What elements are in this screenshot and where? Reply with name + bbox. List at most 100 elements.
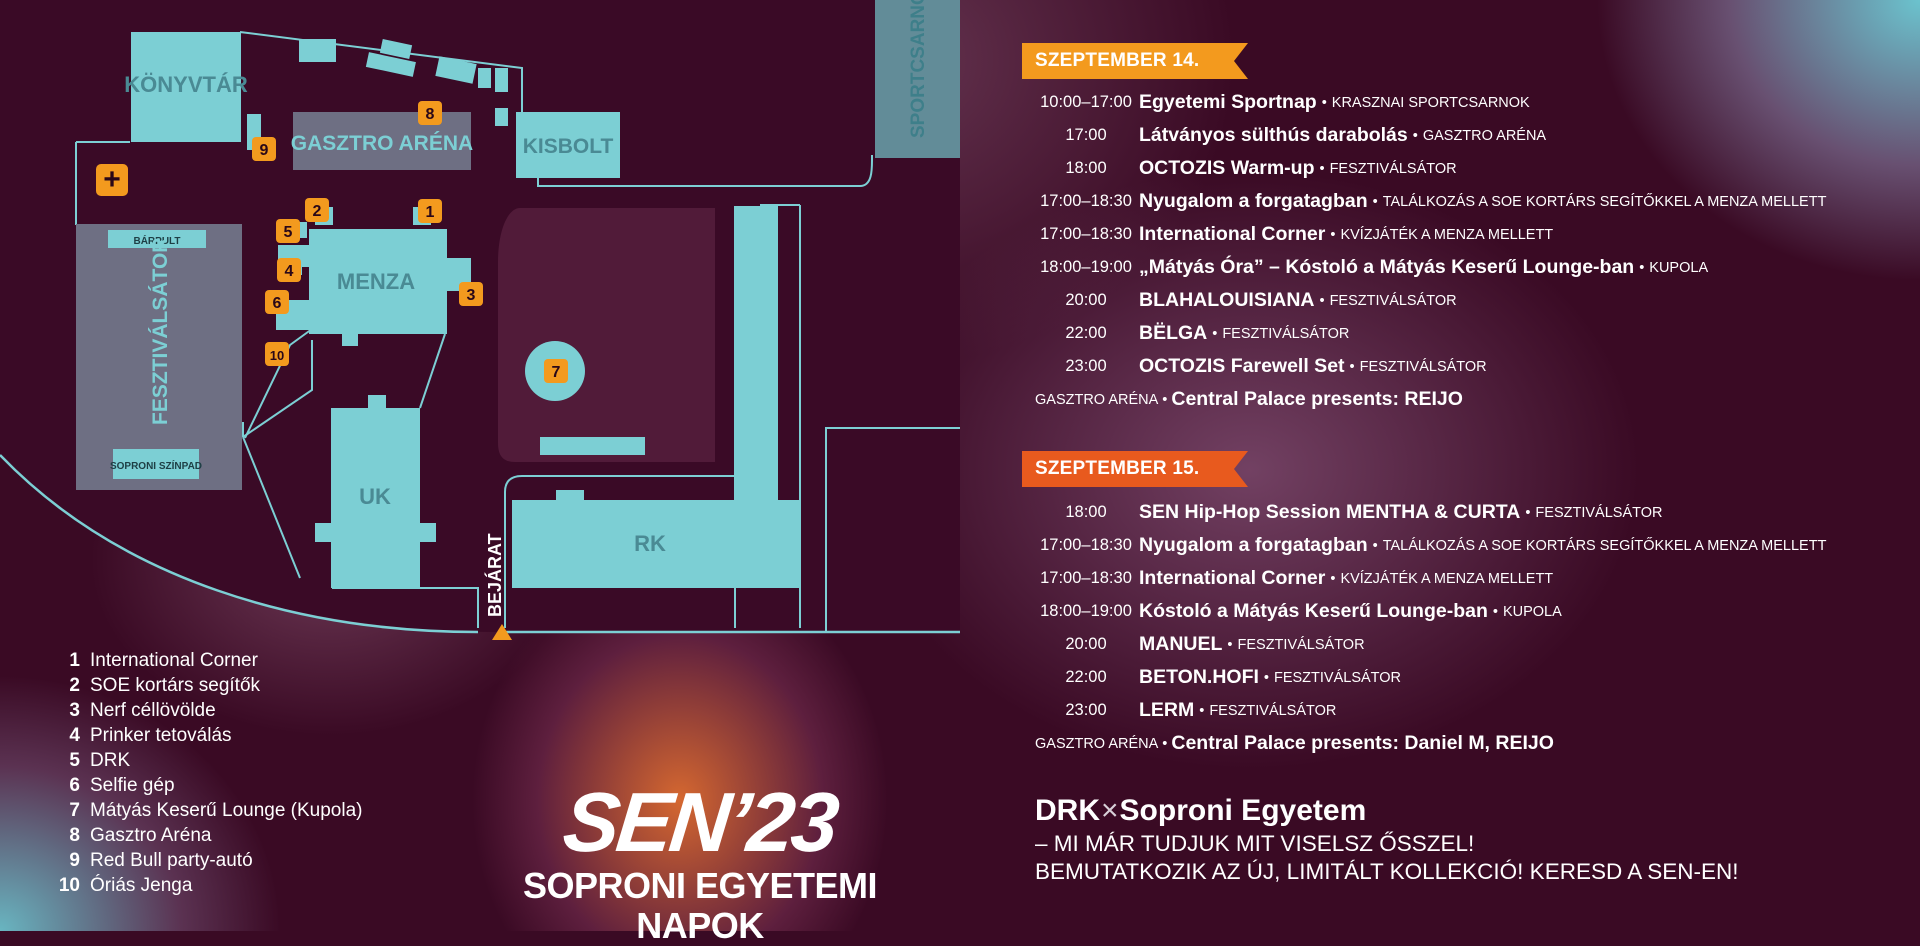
separator: •: [1330, 226, 1336, 243]
small-block: [495, 68, 508, 92]
day2-banner-flag: [1022, 451, 1248, 487]
event-title: BETON.HOFI: [1139, 666, 1259, 688]
event-title: OCTOZIS Farewell Set: [1139, 355, 1345, 377]
legend-label: SOE kortárs segítők: [90, 674, 261, 696]
separator: •: [1321, 94, 1327, 111]
entrance-arrow-icon: [492, 624, 512, 640]
soproni-szinpad-label: SOPRONI SZÍNPAD: [110, 459, 202, 472]
bejarat-label: BEJÁRAT: [484, 533, 505, 617]
separator: •: [1319, 160, 1325, 177]
promo-brand-soe: Soproni Egyetem: [1119, 794, 1367, 827]
event-title: MANUEL: [1139, 633, 1223, 655]
legend-label: Red Bull party-autó: [90, 849, 253, 871]
separator: •: [1372, 193, 1378, 210]
event-time: 23:00: [1065, 701, 1107, 719]
kisbolt-building: [516, 112, 620, 178]
map-marker-5: [276, 219, 300, 243]
event-title: Nyugalom a forgatagban: [1139, 534, 1368, 556]
uk-building: [315, 395, 436, 588]
fesztivalsator-label: FESZTIVÁLSÁTOR: [149, 238, 172, 425]
event-title: SEN Hip-Hop Session MENTHA & CURTA: [1139, 501, 1521, 523]
legend-label: Nerf céllövölde: [90, 699, 216, 721]
rk-label: RK: [634, 531, 666, 556]
small-block: [365, 52, 416, 77]
event-time: 18:00: [1065, 159, 1107, 177]
separator: •: [1227, 636, 1233, 653]
map-marker-label-8: 8: [426, 106, 435, 123]
promo-block: DRK×Soproni Egyetem – MI MÁR TUDJUK MIT …: [1035, 792, 1739, 886]
legend-number: 6: [69, 774, 80, 796]
map-marker-label-10: 10: [270, 348, 284, 363]
separator: •: [1349, 358, 1355, 375]
event-location: FESZTIVÁLSÁTOR: [1329, 160, 1457, 177]
separator: •: [1162, 735, 1168, 752]
event-title: LERM: [1139, 699, 1195, 721]
legend-label: International Corner: [90, 649, 258, 671]
event-title: International Corner: [1139, 567, 1326, 589]
event-time: 17:00: [1065, 126, 1107, 144]
menza-label: MENZA: [337, 269, 415, 294]
map-marker-2: [305, 198, 329, 222]
event-time: 18:00–19:00: [1040, 602, 1132, 620]
event-time: 17:00–18:30: [1040, 536, 1132, 554]
map-marker-1: [418, 199, 442, 223]
event-title: OCTOZIS Warm-up: [1139, 157, 1315, 179]
soproni-szinpad-block: [113, 449, 199, 479]
separator: •: [1199, 702, 1205, 719]
map-marker-label-2: 2: [313, 203, 322, 220]
fesztivalsator-building: [76, 224, 242, 490]
event-title: Látványos sülthús darabolás: [1139, 124, 1408, 146]
sportcsarnok-building: [875, 0, 960, 158]
north-outline: [75, 31, 523, 225]
event-title: Kóstoló a Mátyás Keserű Lounge-ban: [1139, 600, 1488, 622]
map-marker-4: [277, 258, 301, 282]
event-title: Central Palace presents: Daniel M, REIJO: [1171, 732, 1554, 754]
menza-building: [309, 229, 447, 334]
separator: •: [1319, 292, 1325, 309]
map-marker-7: [544, 359, 568, 383]
legend-number: 5: [69, 749, 80, 771]
event-time: 22:00: [1065, 324, 1107, 342]
event-logo: SEN’23 SOPRONI EGYETEMI NAPOK: [480, 775, 920, 946]
boundary-curve: [0, 454, 479, 634]
map-marker-8: [418, 101, 442, 125]
first-aid-icon: +: [103, 163, 121, 196]
right-lot-outline: [825, 427, 960, 632]
map-marker-label-6: 6: [273, 295, 282, 312]
separator: •: [1330, 570, 1336, 587]
small-block: [435, 56, 477, 84]
sportcsarnok-label: SPORTCSARNOK: [908, 0, 929, 138]
event-location: FESZTIVÁLSÁTOR: [1237, 636, 1365, 653]
schedule-item-extra: GASZTRO ARÉNA•Central Palace presents: R…: [1035, 383, 1915, 416]
barpult-label: BÁRPULT: [133, 234, 180, 247]
map-marker-label-4: 4: [285, 263, 294, 280]
event-time: 23:00: [1065, 357, 1107, 375]
legend-label: Prinker tetoválás: [90, 724, 232, 746]
courtyard-block: [540, 437, 645, 455]
event-time: 10:00–17:00: [1040, 93, 1132, 111]
event-location: KUPOLA: [1649, 259, 1709, 276]
event-location: KVÍZJÁTÉK A MENZA MELLETT: [1340, 570, 1554, 587]
menza-path-right: [419, 333, 446, 409]
schedule-item: 23:00 LERM•FESZTIVÁLSÁTOR: [1035, 694, 1915, 727]
event-location: FESZTIVÁLSÁTOR: [1209, 702, 1337, 719]
legend-number: 2: [69, 674, 80, 696]
separator: •: [1162, 391, 1168, 408]
map-marker-label-1: 1: [426, 204, 435, 221]
